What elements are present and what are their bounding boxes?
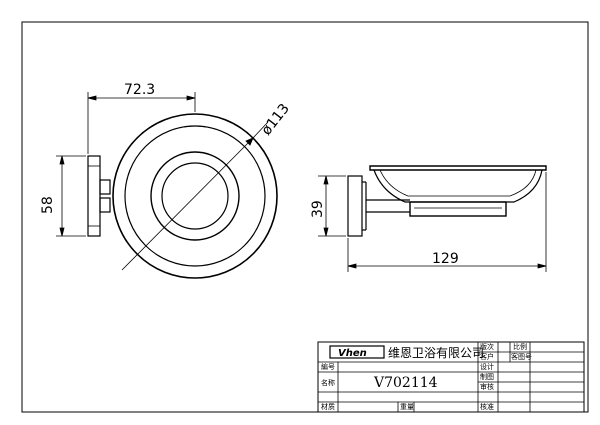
dish-mid-ring <box>124 125 266 267</box>
label-material: 材质 <box>321 402 335 411</box>
label-number: 編号 <box>321 362 335 371</box>
dish-center-ring <box>161 162 229 230</box>
side-dish-rim <box>369 165 547 171</box>
model-number: V702114 <box>373 375 438 391</box>
label-drafting: 制图 <box>480 372 494 381</box>
connector-block <box>99 197 111 213</box>
side-dish-base <box>409 201 507 217</box>
side-dish-body <box>373 169 543 203</box>
label-customer: 客户 <box>480 352 494 361</box>
label-scale: 比例 <box>513 342 527 351</box>
label-weight: 重量 <box>400 403 414 411</box>
side-view <box>347 165 547 237</box>
company-name: 维恩卫浴有限公司 <box>388 346 484 360</box>
label-approve: 核准 <box>480 402 494 411</box>
label-client-drawing-no: 客图号 <box>511 352 532 361</box>
company-logo: Vhen <box>338 348 367 359</box>
company-logo-box <box>329 345 385 359</box>
wall-flange <box>87 155 101 237</box>
front-dimensions <box>56 92 269 271</box>
dim-height-side: 39 <box>310 200 326 218</box>
dish-inner-ring <box>150 151 240 241</box>
label-design: 设计 <box>480 362 494 371</box>
dim-height-mount: 58 <box>40 196 56 214</box>
dim-depth-side: 129 <box>432 251 459 267</box>
dim-diameter: ø113 <box>259 101 293 139</box>
side-wall-flange <box>347 175 363 237</box>
connector-block <box>99 179 111 195</box>
dish-outer-ring <box>112 113 278 279</box>
label-name: 名称 <box>321 378 335 387</box>
front-view <box>87 113 278 279</box>
title-block <box>317 341 585 413</box>
label-version: 版次 <box>480 342 494 351</box>
dim-width-front: 72.3 <box>124 82 155 98</box>
label-review: 审核 <box>480 382 494 391</box>
side-dimensions <box>318 172 547 272</box>
sheet-border <box>21 21 589 413</box>
